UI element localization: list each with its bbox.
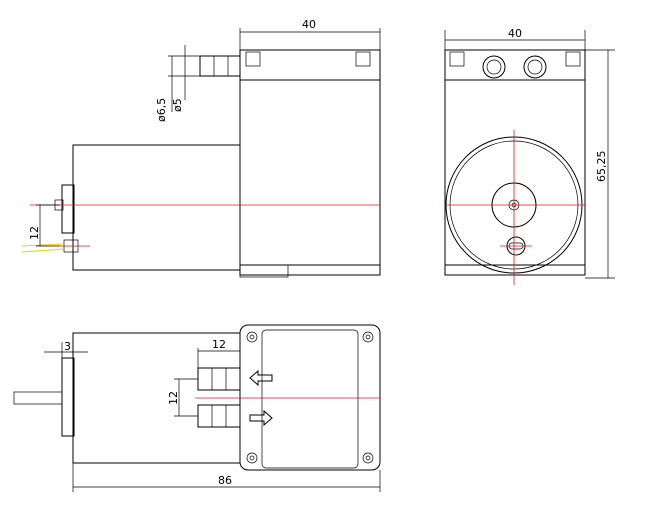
dim-total-length: 86 bbox=[218, 474, 232, 487]
dim-bottom-nozzle-spacing: 12 bbox=[167, 391, 180, 405]
top-view: 12 12 3 86 bbox=[13, 324, 381, 492]
dim-end-top-width: 40 bbox=[508, 27, 522, 40]
dim-nozzle-outer: ø6,5 bbox=[155, 98, 168, 122]
top-nozzle-outlet bbox=[197, 404, 241, 428]
dim-nozzle-inner: ø5 bbox=[171, 98, 184, 112]
top-shaft bbox=[13, 391, 63, 405]
dim-bottom-nozzle-length: 12 bbox=[212, 338, 226, 351]
dim-side-top-width: 40 bbox=[302, 18, 316, 31]
side-end-cap bbox=[61, 184, 75, 234]
top-nozzle-inlet bbox=[197, 367, 241, 391]
end-port-left bbox=[482, 55, 506, 79]
side-nozzle bbox=[199, 55, 241, 77]
dim-side-offset: 12 bbox=[28, 226, 41, 240]
side-wire bbox=[21, 243, 65, 247]
end-port-right bbox=[523, 55, 547, 79]
side-view: 40 ø6,5 ø5 12 bbox=[21, 18, 381, 278]
end-pump-head bbox=[444, 49, 586, 276]
side-pump-head bbox=[239, 49, 381, 276]
side-motor-body bbox=[72, 144, 241, 271]
arrow-left-icon bbox=[249, 369, 273, 387]
dim-shaft-length: 3 bbox=[64, 340, 71, 353]
top-pump-head bbox=[239, 324, 381, 471]
end-view: 40 65,25 bbox=[444, 27, 615, 285]
arrow-right-icon bbox=[249, 409, 273, 427]
dim-end-height: 65,25 bbox=[595, 151, 608, 183]
